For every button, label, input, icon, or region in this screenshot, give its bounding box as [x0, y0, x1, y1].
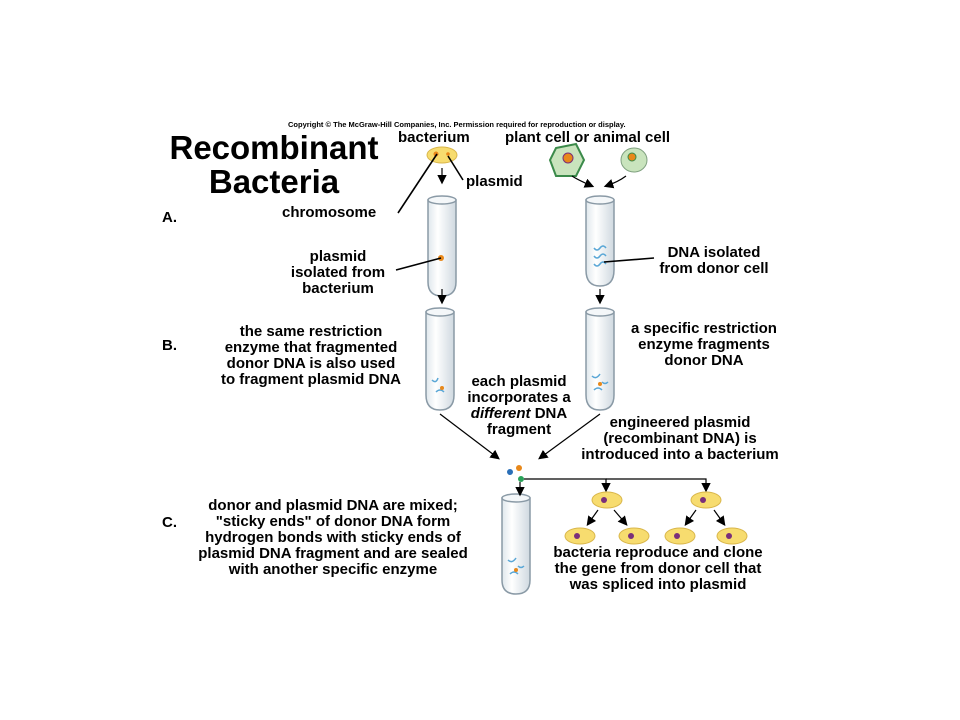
mixed-line-1: donor and plasmid DNA are mixed;	[208, 497, 458, 514]
each-plasmid-line-4: fragment	[486, 421, 552, 438]
each-plasmid-line-3: different DNA	[454, 406, 584, 422]
step-label-a: A.	[162, 209, 177, 226]
same-enzyme-line-3: donor DNA is also used	[226, 355, 396, 372]
clone-bacterium-2	[618, 527, 650, 545]
each-plasmid-line-1: each plasmid	[471, 373, 567, 390]
dna-isolated-line-2: from donor cell	[659, 260, 769, 277]
donor-cells-label: plant cell or animal cell	[505, 129, 671, 146]
mixed-line-3: hydrogen bonds with sticky ends of	[205, 529, 461, 546]
each-plasmid-line-2: incorporates a	[467, 389, 571, 406]
tube-c	[501, 493, 531, 595]
fragment-dots	[507, 465, 524, 482]
each-plasmid-different: different	[470, 405, 531, 422]
bacterium-icon	[426, 146, 458, 164]
step-label-c: C.	[162, 514, 177, 531]
title-line-1: Recombinant	[169, 129, 379, 166]
recombinant-bacterium-1	[591, 491, 623, 509]
same-enzyme-line-2: enzyme that fragmented	[224, 339, 398, 356]
clone-bacterium-3	[664, 527, 696, 545]
specific-enzyme-line-3: donor DNA	[664, 352, 744, 369]
plant-cell-icon	[548, 142, 586, 177]
same-enzyme-line-4: to fragment plasmid DNA	[220, 371, 401, 388]
same-enzyme-line-1: the same restriction	[239, 323, 383, 340]
mixed-line-5: with another specific enzyme	[228, 561, 438, 578]
engineered-line-3: introduced into a bacterium	[581, 446, 779, 463]
step-label-b: B.	[162, 337, 177, 354]
engineered-line-2: (recombinant DNA) is	[603, 430, 757, 447]
specific-enzyme-line-2: enzyme fragments	[638, 336, 770, 353]
reproduce-line-2: the gene from donor cell that	[554, 560, 762, 577]
plasmid-label: plasmid	[466, 173, 523, 190]
recombinant-bacterium-2	[690, 491, 722, 509]
each-plasmid-label: each plasmid incorporates a different DN…	[454, 374, 584, 438]
dna-isolated-label: DNA isolated from donor cell	[640, 245, 788, 277]
flow-arrows	[437, 168, 726, 526]
specific-enzyme-line-1: a specific restriction	[631, 320, 777, 337]
dna-isolated-line-1: DNA isolated	[667, 244, 761, 261]
clone-bacterium-4	[716, 527, 748, 545]
mixed-line-2: "sticky ends" of donor DNA form	[215, 513, 451, 530]
engineered-line-1: engineered plasmid	[609, 414, 751, 431]
reproduce-line-3: was spliced into plasmid	[569, 576, 747, 593]
copyright-notice: Copyright © The McGraw-Hill Companies, I…	[288, 120, 626, 129]
specific-enzyme-label: a specific restriction enzyme fragments …	[614, 321, 794, 369]
tube-a-right	[585, 195, 615, 287]
page-title: Recombinant Bacteria	[158, 131, 390, 199]
tube-b-right	[585, 307, 615, 411]
engineered-label: engineered plasmid (recombinant DNA) is …	[558, 415, 802, 463]
plasmid-isolated-line-1: plasmid	[309, 248, 367, 265]
mixed-label: donor and plasmid DNA are mixed; "sticky…	[170, 498, 496, 578]
tube-b-left	[425, 307, 455, 411]
reproduce-line-1: bacteria reproduce and clone	[553, 544, 763, 561]
chromosome-label: chromosome	[282, 204, 377, 221]
animal-cell-icon	[620, 147, 648, 173]
reproduce-label: bacteria reproduce and clone the gene fr…	[530, 545, 786, 593]
leader-lines	[395, 153, 655, 271]
plasmid-isolated-line-2: isolated from	[290, 264, 386, 281]
plasmid-isolated-label: plasmid isolated from bacterium	[280, 249, 396, 297]
bacterium-label: bacterium	[398, 129, 470, 146]
tube-a-left	[427, 195, 457, 297]
plasmid-isolated-line-3: bacterium	[302, 280, 374, 297]
clone-bacterium-1	[564, 527, 596, 545]
same-enzyme-label: the same restriction enzyme that fragmen…	[202, 324, 420, 388]
title-line-2: Bacteria	[208, 163, 340, 200]
each-plasmid-dna: DNA	[530, 405, 568, 422]
mixed-line-4: plasmid DNA fragment and are sealed	[198, 545, 468, 562]
